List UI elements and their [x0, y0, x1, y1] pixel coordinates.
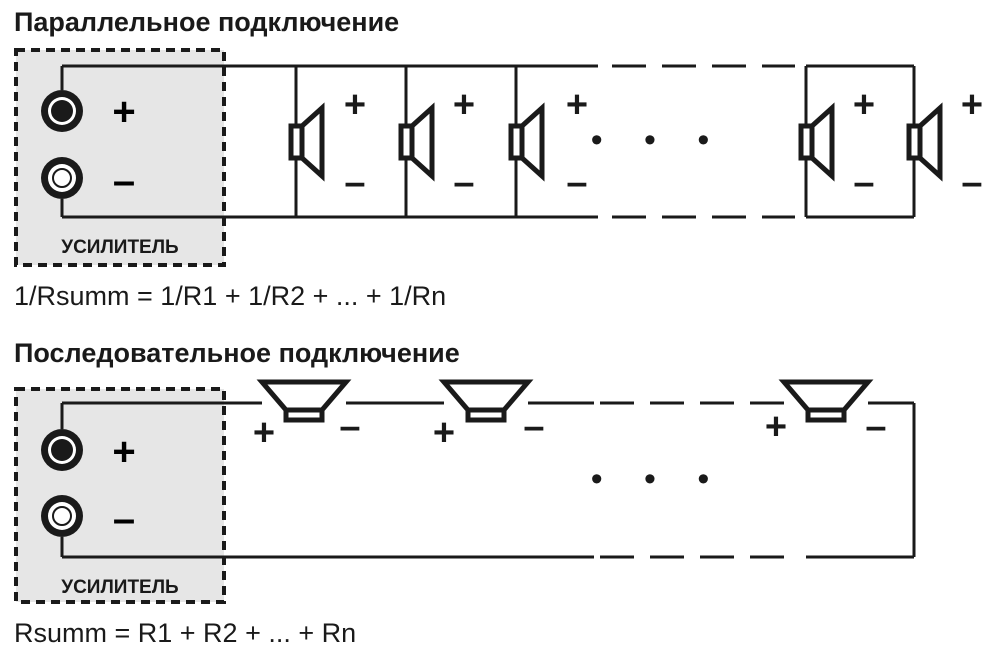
- spkn1-minus: –: [853, 162, 874, 204]
- series-speaker-n-icon: [784, 382, 868, 420]
- negative-terminal-icon: [41, 157, 83, 199]
- parallel-diagram: УСИЛИТЕЛЬ + –: [14, 48, 983, 267]
- spk1-minus: –: [344, 162, 365, 204]
- parallel-ellipsis: • • •: [591, 121, 726, 159]
- negative-terminal-icon: [41, 495, 83, 537]
- amp-minus-sign: –: [113, 497, 135, 541]
- s-spkn-minus: –: [865, 406, 886, 448]
- parallel-title: Параллельное подключение: [14, 7, 400, 37]
- spkn-minus: –: [961, 162, 982, 204]
- spk2-plus: +: [453, 84, 475, 126]
- spkn1-plus: +: [853, 84, 875, 126]
- amplifier-box: [14, 48, 226, 267]
- spk3-plus: +: [566, 84, 588, 126]
- amp-plus-sign: +: [112, 90, 135, 134]
- positive-terminal-icon: [41, 429, 83, 471]
- amplifier-label: УСИЛИТЕЛЬ: [61, 237, 178, 258]
- series-formula: Rsumm = R1 + R2 + ... + Rn: [14, 618, 357, 648]
- parallel-formula: 1/Rsumm = 1/R1 + 1/R2 + ... + 1/Rn: [14, 281, 447, 311]
- s-spk1-plus: +: [253, 412, 275, 454]
- positive-terminal-icon: [41, 90, 83, 132]
- spk2-minus: –: [453, 162, 474, 204]
- spk3-minus: –: [566, 162, 587, 204]
- series-title: Последовательное подключение: [14, 338, 460, 368]
- s-spk2-plus: +: [433, 412, 455, 454]
- amp-plus-sign: +: [112, 430, 135, 474]
- s-spk1-minus: –: [339, 406, 360, 448]
- spk1-plus: +: [344, 84, 366, 126]
- series-speaker-2-icon: [444, 382, 528, 420]
- series-ellipsis: • • •: [591, 460, 726, 498]
- series-diagram: УСИЛИТЕЛЬ + –: [14, 382, 916, 604]
- amplifier-label: УСИЛИТЕЛЬ: [61, 577, 178, 598]
- amp-minus-sign: –: [113, 159, 135, 203]
- spkn-plus: +: [961, 84, 983, 126]
- amplifier-box: [14, 387, 226, 604]
- s-spk2-minus: –: [523, 406, 544, 448]
- s-spkn-plus: +: [765, 406, 787, 448]
- series-wires: [60, 401, 916, 559]
